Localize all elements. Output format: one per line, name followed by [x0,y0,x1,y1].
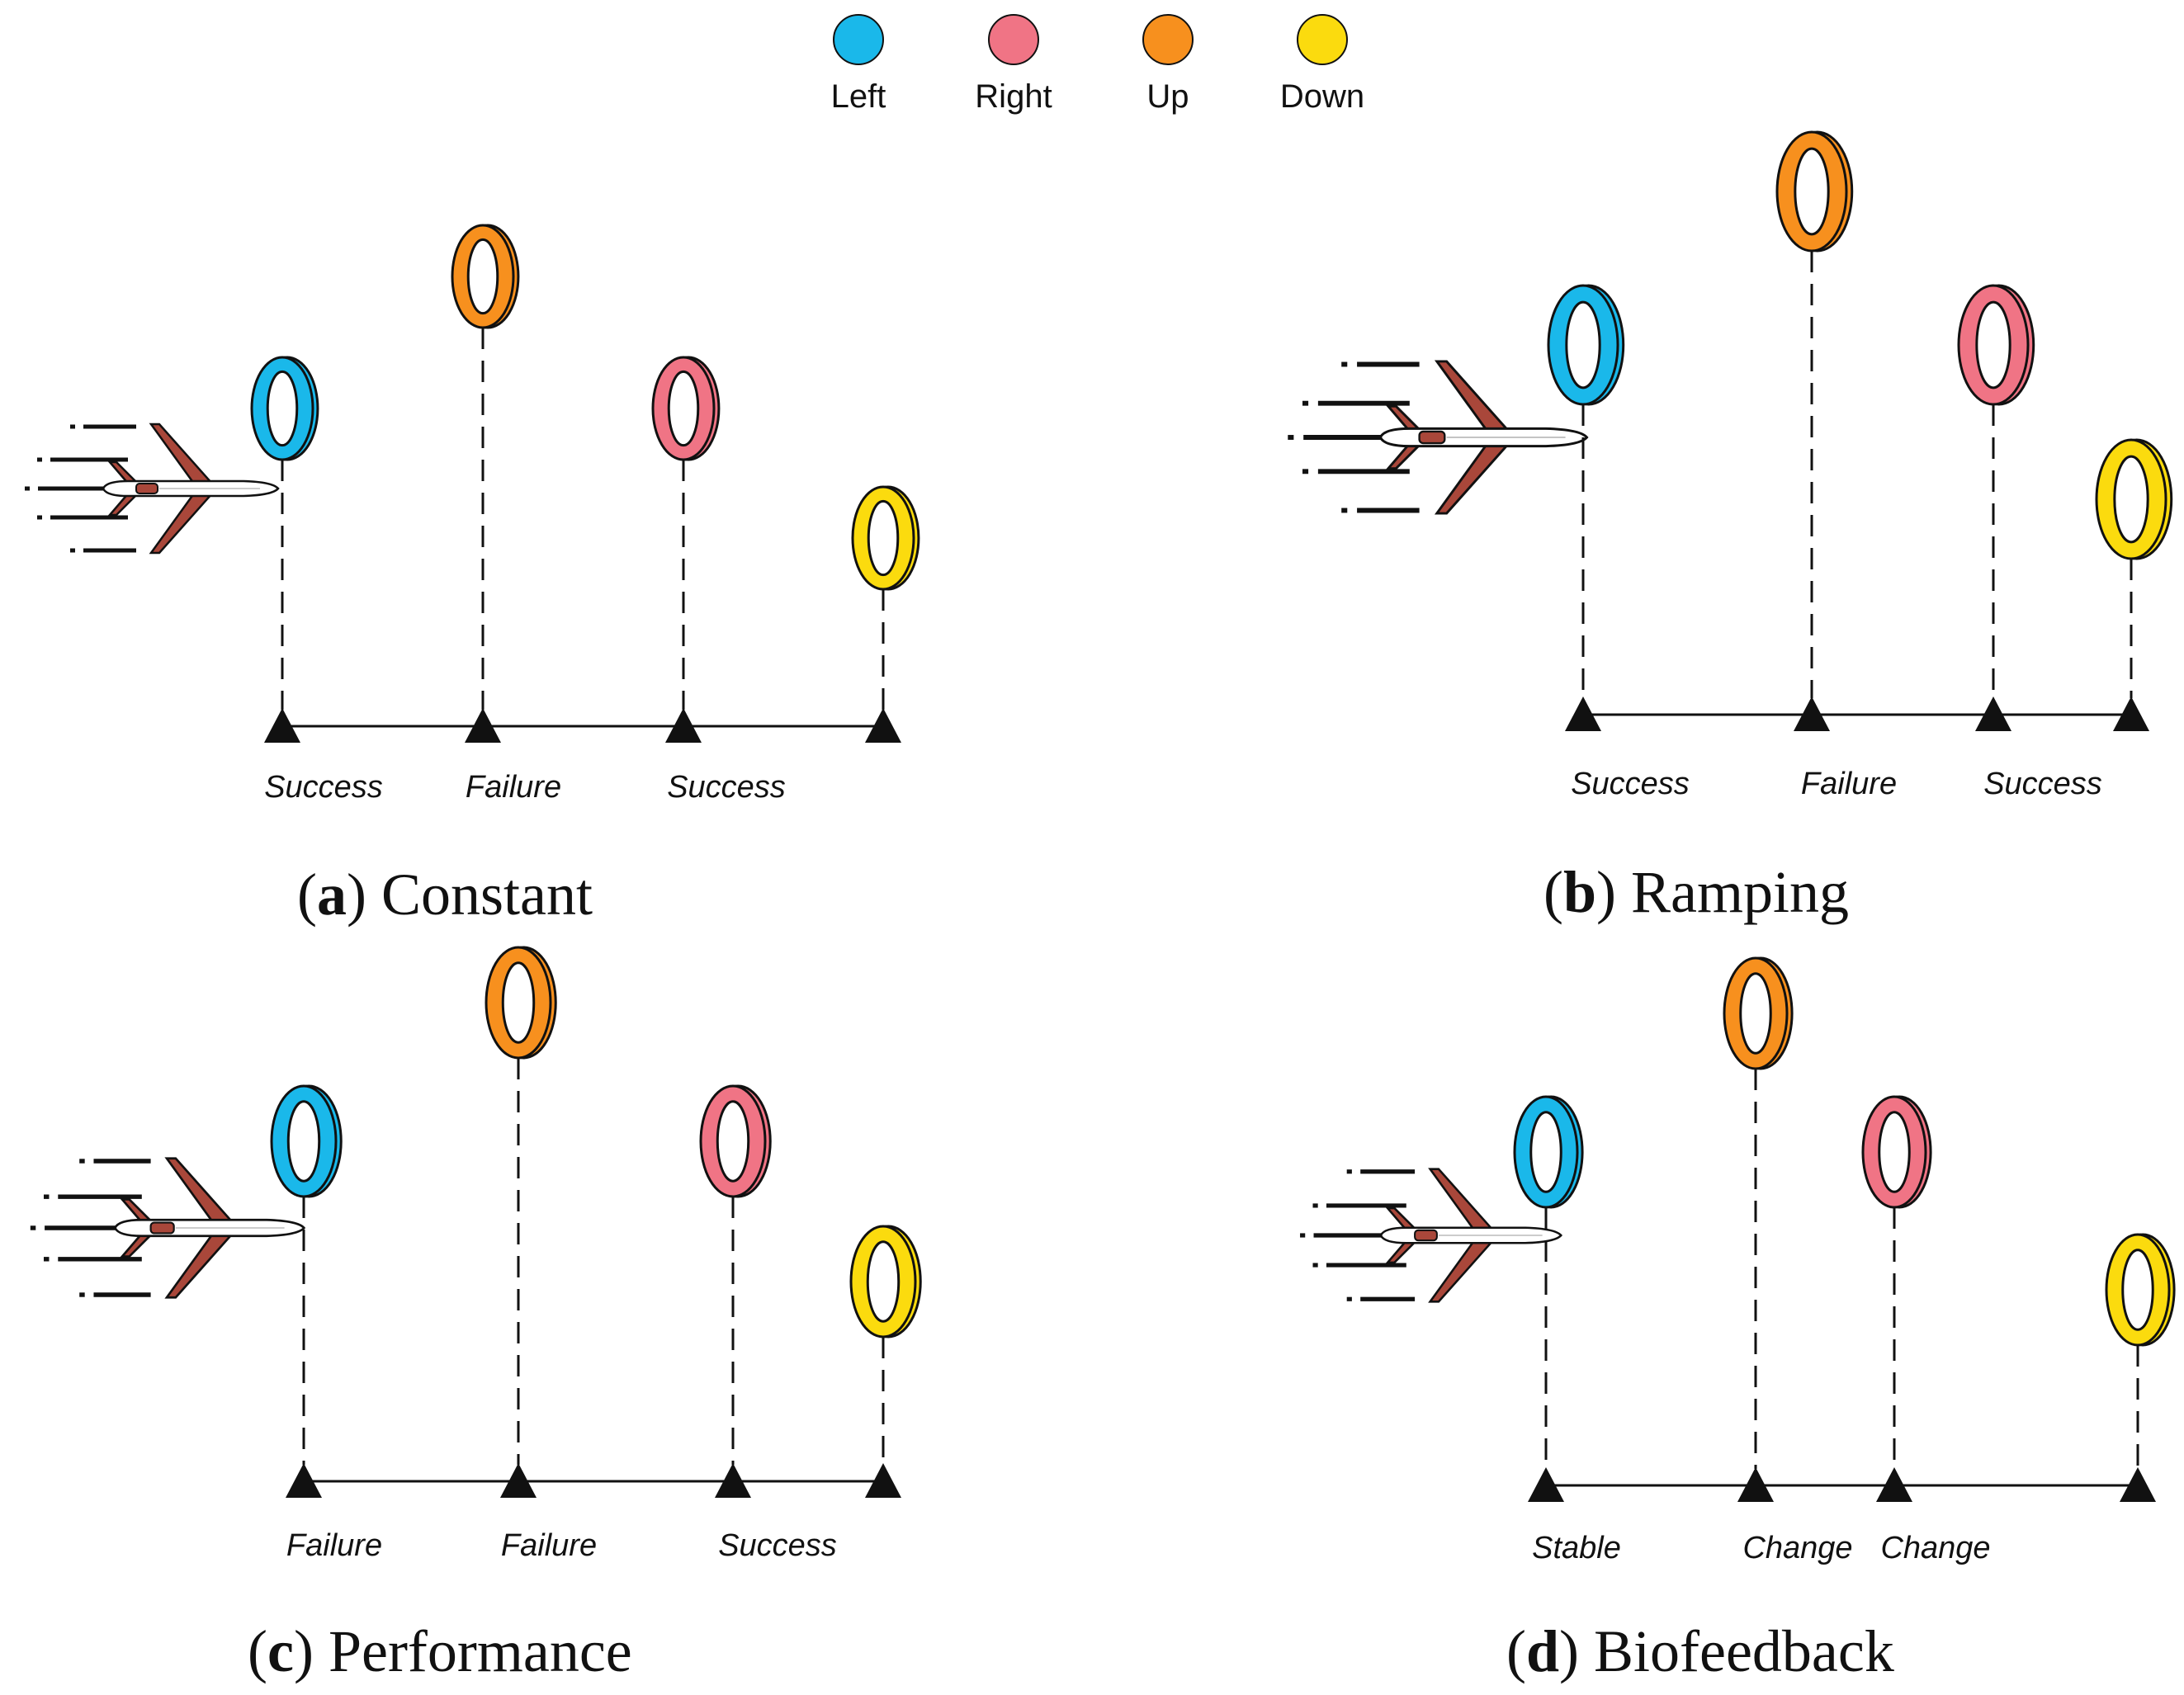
event-marker [1975,696,2011,731]
event-marker [865,1463,901,1498]
legend-item-up: Up [1142,14,1194,115]
event-marker [1737,1467,1774,1502]
ring-right [1957,284,2035,406]
ring-left [270,1084,343,1198]
ring-down [2105,1233,2176,1347]
panel-title: Constant [381,862,593,928]
panel-c: Failure Failure Success (c) Performance [30,946,922,1684]
panel-caption: (b) Ramping [1543,859,1849,925]
legend-item-left: Left [831,14,886,115]
event-marker [264,708,300,743]
event-marker [2113,696,2149,731]
outcome-label: Success [1571,767,1690,801]
event-marker [465,708,501,743]
event-marker [500,1463,537,1498]
legend-label: Right [975,78,1052,115]
panel-caption: (a) Constant [297,862,593,928]
ring-right [699,1084,772,1198]
outcome-label: Failure [1801,767,1897,801]
ring-up [1775,130,1854,253]
outcome-label: Failure [501,1528,597,1563]
outcome-label: Success [1983,767,2102,801]
outcome-label: Change [1880,1531,1990,1565]
panel-letter: d [1526,1618,1559,1684]
outcome-label: Stable [1532,1531,1621,1565]
legend: Left Right Up Down [831,14,1364,115]
outcome-label: Failure [466,770,561,805]
legend-swatch-down [1297,14,1348,65]
legend-swatch-right [988,14,1039,65]
event-marker [2120,1467,2156,1502]
event-marker [1528,1467,1564,1502]
ring-left [250,356,319,461]
airplane-icon [25,423,280,555]
panel-letter: c [267,1618,294,1684]
legend-item-down: Down [1280,14,1364,115]
legend-label: Left [831,78,886,115]
panel-title: Biofeedback [1594,1618,1894,1684]
ring-right [1861,1095,1932,1209]
ring-down [851,485,920,591]
event-marker [865,708,901,743]
outcome-label: Success [718,1528,837,1563]
panel-letter: a [317,862,347,928]
panel-d: Stable Change Change (d) Biofeedback [1300,956,2176,1684]
panel-caption: (d) Biofeedback [1506,1618,1894,1684]
event-marker [1565,696,1601,731]
event-marker [1876,1467,1912,1502]
airplane-icon [1300,1168,1562,1303]
panel-title: Ramping [1631,859,1849,925]
ring-up [1723,956,1794,1070]
legend-swatch-left [833,14,884,65]
ring-up [451,224,520,329]
airplane-icon [30,1157,306,1299]
outcome-label: Success [264,770,383,805]
legend-label: Down [1280,78,1364,115]
event-marker [715,1463,751,1498]
legend-swatch-up [1142,14,1194,65]
panel-b: Success Failure Success (b) Ramping [1288,130,2173,925]
legend-label: Up [1146,78,1189,115]
panel-letter: b [1563,859,1596,925]
ring-down [2095,438,2173,560]
ring-right [651,356,721,461]
ring-up [485,946,557,1060]
ring-down [849,1225,922,1339]
event-marker [1794,696,1830,731]
outcome-label: Change [1742,1531,1852,1565]
outcome-label: Success [667,770,786,805]
outcome-label: Failure [286,1528,382,1563]
panel-caption: (c) Performance [248,1618,632,1684]
airplane-icon [1288,360,1589,515]
ring-left [1547,284,1625,406]
event-marker [665,708,702,743]
legend-item-right: Right [975,14,1052,115]
ring-left [1513,1095,1584,1209]
event-marker [286,1463,322,1498]
panel-a: Success Failure Success (a) Constant [25,224,920,928]
panel-title: Performance [329,1618,632,1684]
